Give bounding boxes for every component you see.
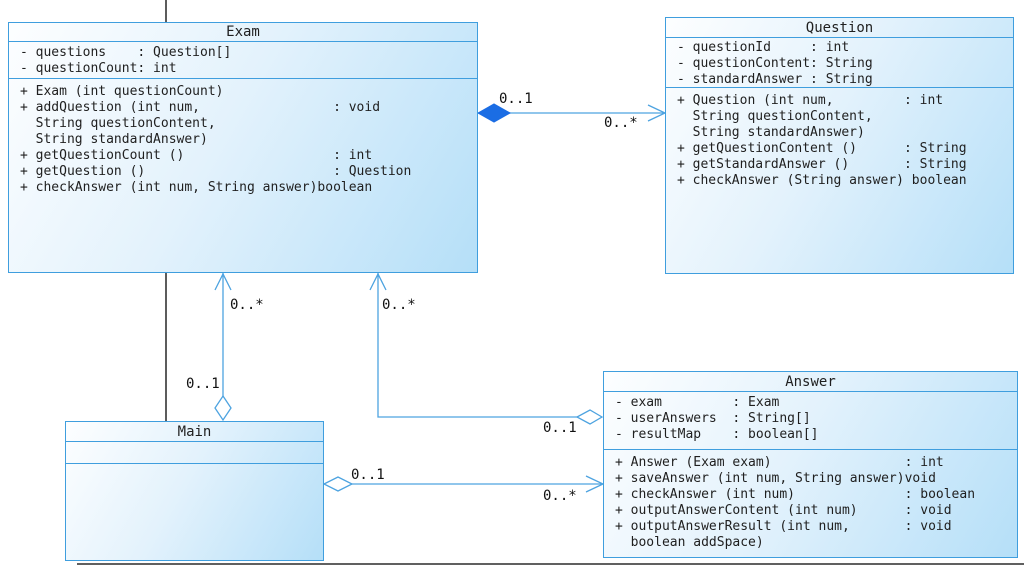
multiplicity-main-exam-target: 0..* [230, 297, 264, 313]
relation-main-answer [322, 475, 605, 493]
class-title: Question [805, 19, 874, 36]
multiplicity-main-answer-target: 0..* [543, 488, 577, 504]
class-title: Exam [226, 24, 260, 40]
class-attributes [66, 441, 323, 463]
filled-diamond-icon [476, 103, 512, 123]
class-attributes: - questions : Question[] - questionCount… [9, 41, 477, 78]
relation-answer-exam [369, 272, 604, 425]
class-attributes: - questionId : int - questionContent: St… [666, 37, 1013, 87]
class-box-question[interactable]: Question - questionId : int - questionCo… [665, 17, 1014, 274]
multiplicity-exam-question-source: 0..1 [499, 91, 533, 107]
open-diamond-icon [322, 476, 354, 492]
class-operations: + Exam (int questionCount) + addQuestion… [9, 78, 477, 272]
multiplicity-exam-question-target: 0..* [604, 115, 638, 131]
open-diamond-icon [575, 409, 604, 425]
class-title: Main [177, 423, 212, 440]
open-diamond-icon [214, 394, 232, 422]
class-box-answer[interactable]: Answer - exam : Exam - userAnswers : Str… [603, 371, 1018, 558]
open-arrow-icon [369, 272, 387, 291]
open-arrow-icon [214, 272, 232, 291]
multiplicity-main-answer-source: 0..1 [351, 467, 385, 483]
class-box-exam[interactable]: Exam - questions : Question[] - question… [8, 22, 478, 273]
class-operations [66, 463, 323, 560]
class-operations: + Answer (Exam exam) : int + saveAnswer … [604, 449, 1017, 557]
multiplicity-answer-exam-source: 0..1 [543, 420, 577, 436]
relation-main-exam [214, 272, 232, 422]
class-attributes: - exam : Exam - userAnswers : String[] -… [604, 391, 1017, 449]
multiplicity-main-exam-source: 0..1 [186, 376, 220, 392]
multiplicity-answer-exam-target: 0..* [382, 297, 416, 313]
class-operations: + Question (int num, : int String questi… [666, 87, 1013, 273]
class-box-main[interactable]: Main [65, 421, 324, 561]
class-title: Answer [785, 373, 836, 390]
